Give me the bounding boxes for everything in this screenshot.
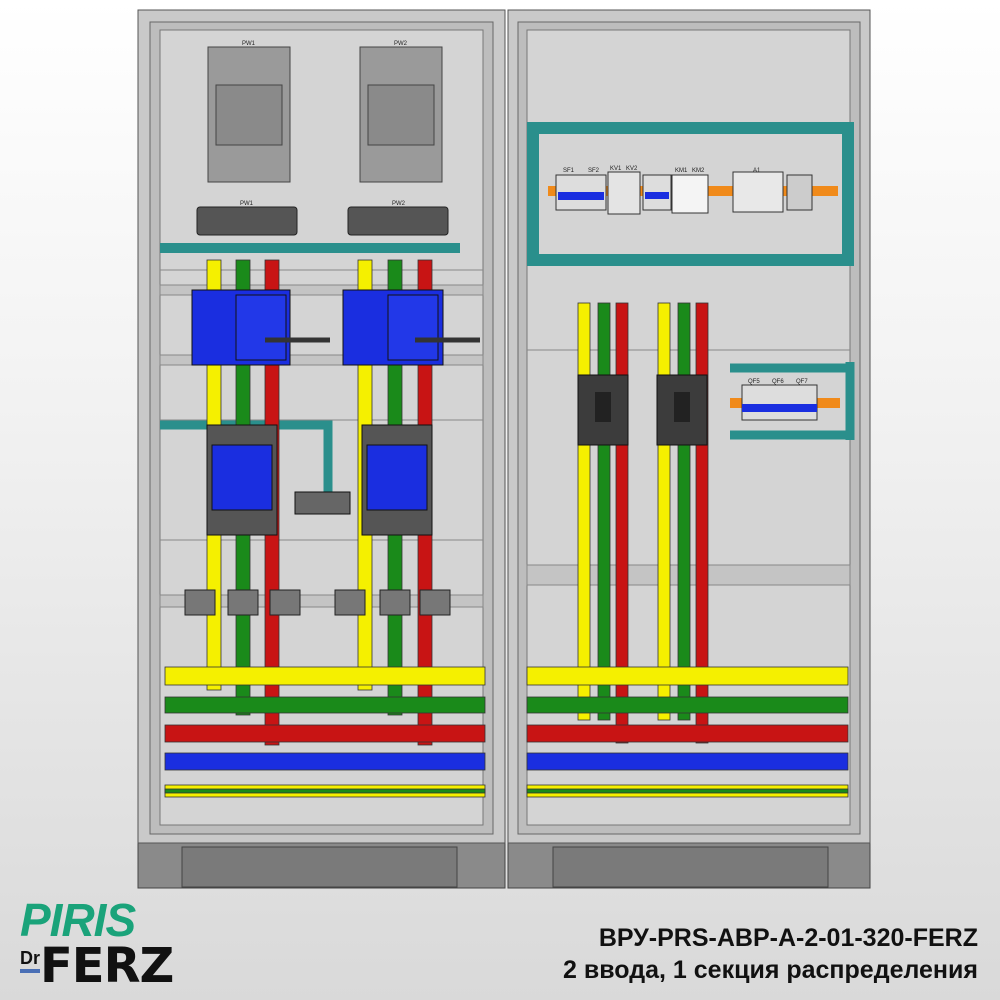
piris-logo: PIRIS: [20, 894, 136, 946]
cap-label: PW1: [240, 201, 254, 207]
meter-label: PW2: [394, 41, 408, 47]
component-label: KM1: [675, 168, 688, 174]
input-breakers: [206, 424, 433, 536]
outgoing-breakers: [577, 374, 708, 446]
logo-text: FERZ: [40, 938, 174, 994]
model-description: 2 ввода, 1 секция распределения: [563, 956, 978, 984]
component-label: A1: [753, 168, 761, 174]
component-label: QF5: [748, 379, 760, 385]
meter-caps: PW1 PW2: [196, 201, 449, 236]
component-label: KV2: [626, 166, 638, 172]
cable-duct: [160, 243, 460, 253]
meter-label: PW1: [242, 41, 256, 47]
component-label: SF1: [563, 168, 575, 174]
meter-pw1: PW1: [207, 41, 291, 183]
main-busbars: [164, 666, 849, 798]
component-label: KV1: [610, 166, 622, 172]
drferz-logo: DrFERZ: [20, 942, 174, 990]
component-label: QF7: [796, 379, 808, 385]
component-label: SF2: [588, 168, 600, 174]
model-title: ВРУ-PRS-ABP-A-2-01-320-FERZ: [598, 924, 978, 952]
logo-prefix: Dr: [20, 948, 41, 973]
meter-pw2: PW2: [359, 41, 443, 183]
current-transformers: [184, 589, 451, 616]
din-frame-top: SF1 SF2 KV1 KV2 KM1 KM2 A1: [527, 122, 854, 266]
component-label: KM2: [692, 168, 705, 174]
switch-disconnectors: [191, 289, 480, 366]
cap-label: PW2: [392, 201, 406, 207]
component-label: QF6: [772, 379, 784, 385]
plinth: [137, 842, 871, 889]
din-frame-lower: QF5 QF6 QF7: [730, 362, 855, 440]
